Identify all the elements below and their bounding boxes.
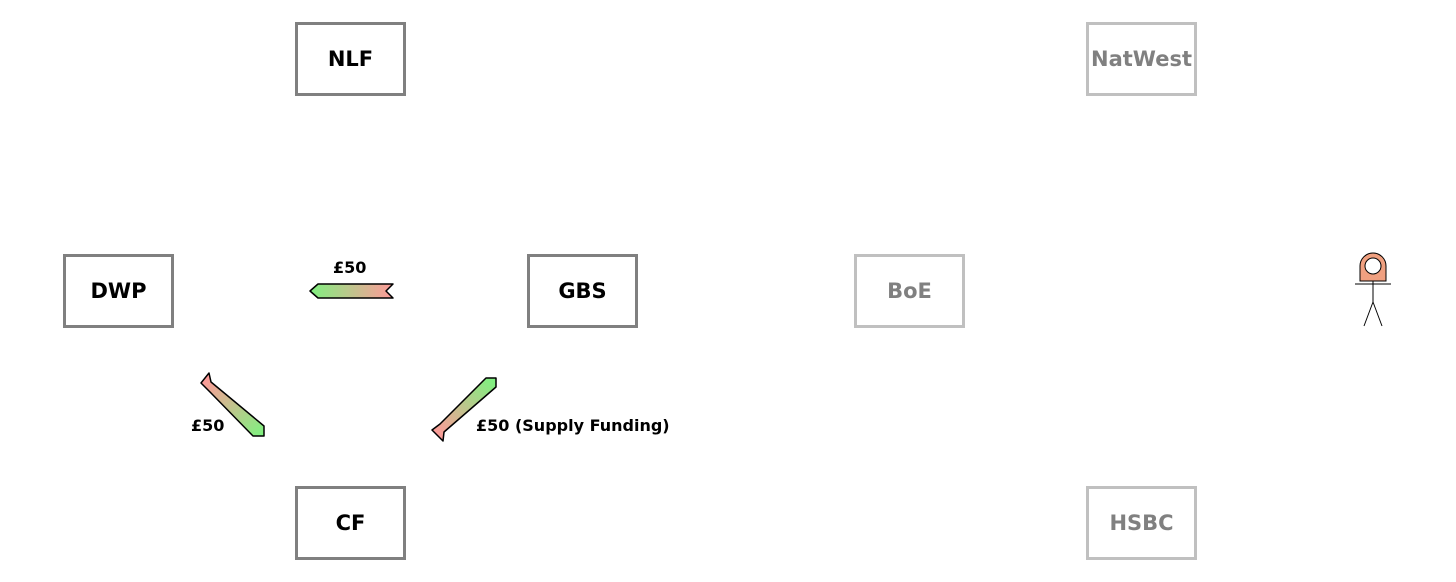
person-icon[interactable] (1355, 252, 1391, 327)
flow-label-dwp-cf: £50 (191, 416, 225, 435)
flow-arrow-cf-gbs (431, 377, 497, 442)
node-nlf[interactable]: NLF (295, 22, 406, 96)
node-hsbc[interactable]: HSBC (1086, 486, 1197, 560)
flow-label-cf-gbs: £50 (Supply Funding) (476, 416, 670, 435)
node-boe[interactable]: BoE (854, 254, 965, 328)
flow-arrow-gbs-dwp (309, 283, 394, 299)
node-dwp[interactable]: DWP (63, 254, 174, 328)
node-gbs[interactable]: GBS (527, 254, 638, 328)
node-natwest[interactable]: NatWest (1086, 22, 1197, 96)
flow-label-gbs-dwp: £50 (333, 258, 367, 277)
node-cf[interactable]: CF (295, 486, 406, 560)
flow-arrow-dwp-cf (200, 372, 265, 437)
